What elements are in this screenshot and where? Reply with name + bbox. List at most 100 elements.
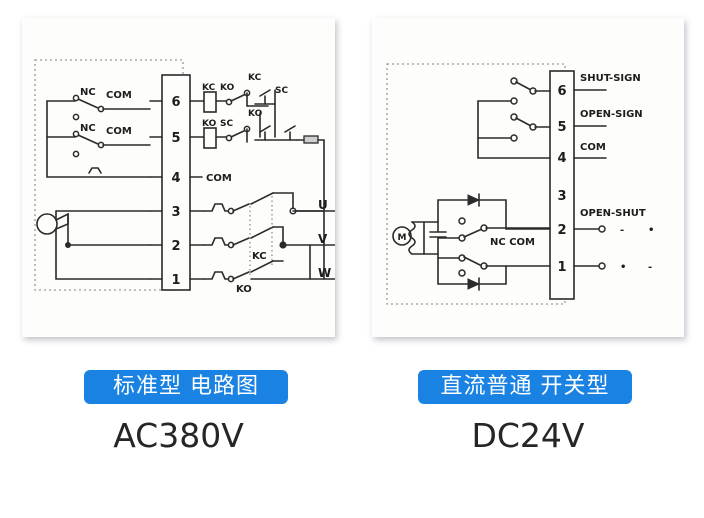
overload-lead-right: [317, 139, 325, 280]
diode-lower-symbol: [467, 278, 481, 290]
coil-ko-box: [203, 127, 217, 149]
terminal-number-5: 5: [171, 131, 180, 146]
sign-bus-common: [477, 100, 551, 159]
terminal-number-5: 5: [557, 120, 566, 135]
motor-bracket: [55, 212, 69, 230]
label-kc-top: KC: [248, 73, 262, 83]
label-open-shut: OPEN-SHUT: [580, 208, 646, 219]
terminal-number-6: 6: [171, 95, 180, 110]
label-nc-com: NC COM: [490, 237, 535, 248]
polarity-node-2: [598, 225, 606, 233]
terminal-number-2: 2: [171, 239, 180, 254]
label-ko-mid: KO: [248, 109, 263, 119]
label-com: COM: [580, 142, 606, 153]
pushbutton-blade-top: [259, 89, 271, 97]
switch-aux-contact-1: [72, 113, 80, 121]
nc-node-lower: [458, 269, 466, 277]
polarity-node-1: [598, 262, 606, 270]
contact-link-3: [272, 192, 325, 212]
terminal-block: [549, 70, 575, 300]
terminal-number-6: 6: [557, 84, 566, 99]
nc-bus-down: [46, 100, 151, 178]
dashed-enclosure: [34, 59, 184, 291]
contact-ko-link-top: [246, 92, 269, 107]
diode-upper-wire-out: [478, 199, 551, 230]
badge-standard-circuit-diagram[interactable]: 标准型 电路图: [84, 370, 288, 404]
sign-bus-node-bot: [510, 134, 518, 142]
polarity-2-dot: •: [648, 225, 654, 236]
sign-switch-pivot-5: [510, 113, 518, 121]
terminal-block: [161, 74, 191, 291]
circuit-diagram-ac380v: 6 5 4 3 2 1 COM: [34, 59, 335, 295]
label-kc-contactor: KC: [252, 251, 267, 262]
switch-pivot-1: [72, 94, 80, 102]
switch-blade-2: [77, 134, 99, 145]
polarity-1-minus: -: [648, 262, 652, 273]
sign-switch-pivot-6: [510, 77, 518, 85]
contact-blade-1: [232, 271, 250, 280]
nc-node-upper: [458, 217, 466, 225]
sign-bus-node-top: [510, 97, 518, 105]
capacitor: [429, 221, 447, 255]
motor-symbol: [392, 226, 412, 246]
coil-kc-box: [203, 91, 217, 113]
label-com-1: COM: [106, 90, 132, 101]
motor-coil: [408, 221, 416, 255]
label-sc-low: SC: [220, 119, 233, 129]
motor-junction: [64, 242, 71, 249]
terminal-4-com-label: COM: [206, 173, 232, 184]
com-node-lower: [458, 254, 466, 262]
motor-label-m: M: [398, 233, 407, 243]
overload-bimetal-2: [203, 237, 230, 246]
label-shut-sign: SHUT-SIGN: [580, 73, 641, 84]
switch-aux-contact-2: [72, 150, 80, 158]
switch-pivot-2: [72, 130, 80, 138]
contact-ko-pivot-top: [225, 98, 233, 106]
rail-label-u: U: [318, 198, 328, 212]
diode-lower-wire-out: [478, 265, 507, 285]
contact-sc-blade: [230, 129, 247, 138]
contact-ko-label-top: KO: [220, 83, 235, 93]
diode-upper-wire-in: [437, 199, 469, 223]
switch-blade-upper: [463, 228, 483, 238]
sign-switch-blade-6: [515, 81, 532, 91]
rail-label-w: W: [318, 266, 331, 280]
pushbutton-blade-low: [259, 125, 271, 133]
terminal-number-3: 3: [557, 189, 566, 204]
terminal-number-1: 1: [557, 260, 566, 275]
terminal-number-2: 2: [557, 223, 566, 238]
contact-blade-2b: [250, 226, 274, 239]
label-ko-contactor: KO: [236, 284, 252, 295]
voltage-title-left: AC380V: [113, 416, 244, 455]
circuit-card-left: 6 5 4 3 2 1 COM: [22, 18, 335, 337]
polarity-2-minus: -: [620, 225, 624, 236]
label-com-2: COM: [106, 126, 132, 137]
switch-blade-lower: [463, 256, 483, 267]
badge-dc-switch-type[interactable]: 直流普通 开关型: [418, 370, 632, 404]
com-node-upper: [458, 234, 466, 242]
diode-upper-symbol: [467, 194, 481, 206]
terminal-number-4: 4: [171, 171, 180, 186]
thermal-overload-element: [303, 135, 319, 144]
label-sc-top: SC: [275, 86, 288, 96]
terminal-number-1: 1: [171, 273, 180, 288]
switch-blade-1: [77, 98, 99, 109]
circuit-card-right: 6 5 4 3 2 1 SHUT-SIGN OPEN-SIGN COM OPEN…: [372, 18, 684, 337]
label-nc-2: NC: [80, 123, 96, 134]
motor-symbol: [36, 213, 58, 235]
contact-blade-3: [232, 203, 250, 212]
polarity-1-dot: •: [620, 262, 626, 273]
contact-blade-1b: [250, 260, 274, 273]
coil-kc-label: KC: [202, 83, 216, 93]
bus-kink: [88, 167, 102, 174]
overload-blade: [284, 125, 296, 133]
circuit-diagram-dc24v: 6 5 4 3 2 1 SHUT-SIGN OPEN-SIGN COM OPEN…: [386, 63, 654, 305]
terminal-number-3: 3: [171, 205, 180, 220]
overload-bimetal-3: [203, 203, 230, 212]
coil-ko-label: KO: [202, 119, 217, 129]
voltage-title-right: DC24V: [471, 416, 585, 455]
contact-sc-pivot: [225, 134, 233, 142]
rail-label-v: V: [318, 232, 328, 246]
diode-lower-wire-in: [437, 253, 469, 285]
